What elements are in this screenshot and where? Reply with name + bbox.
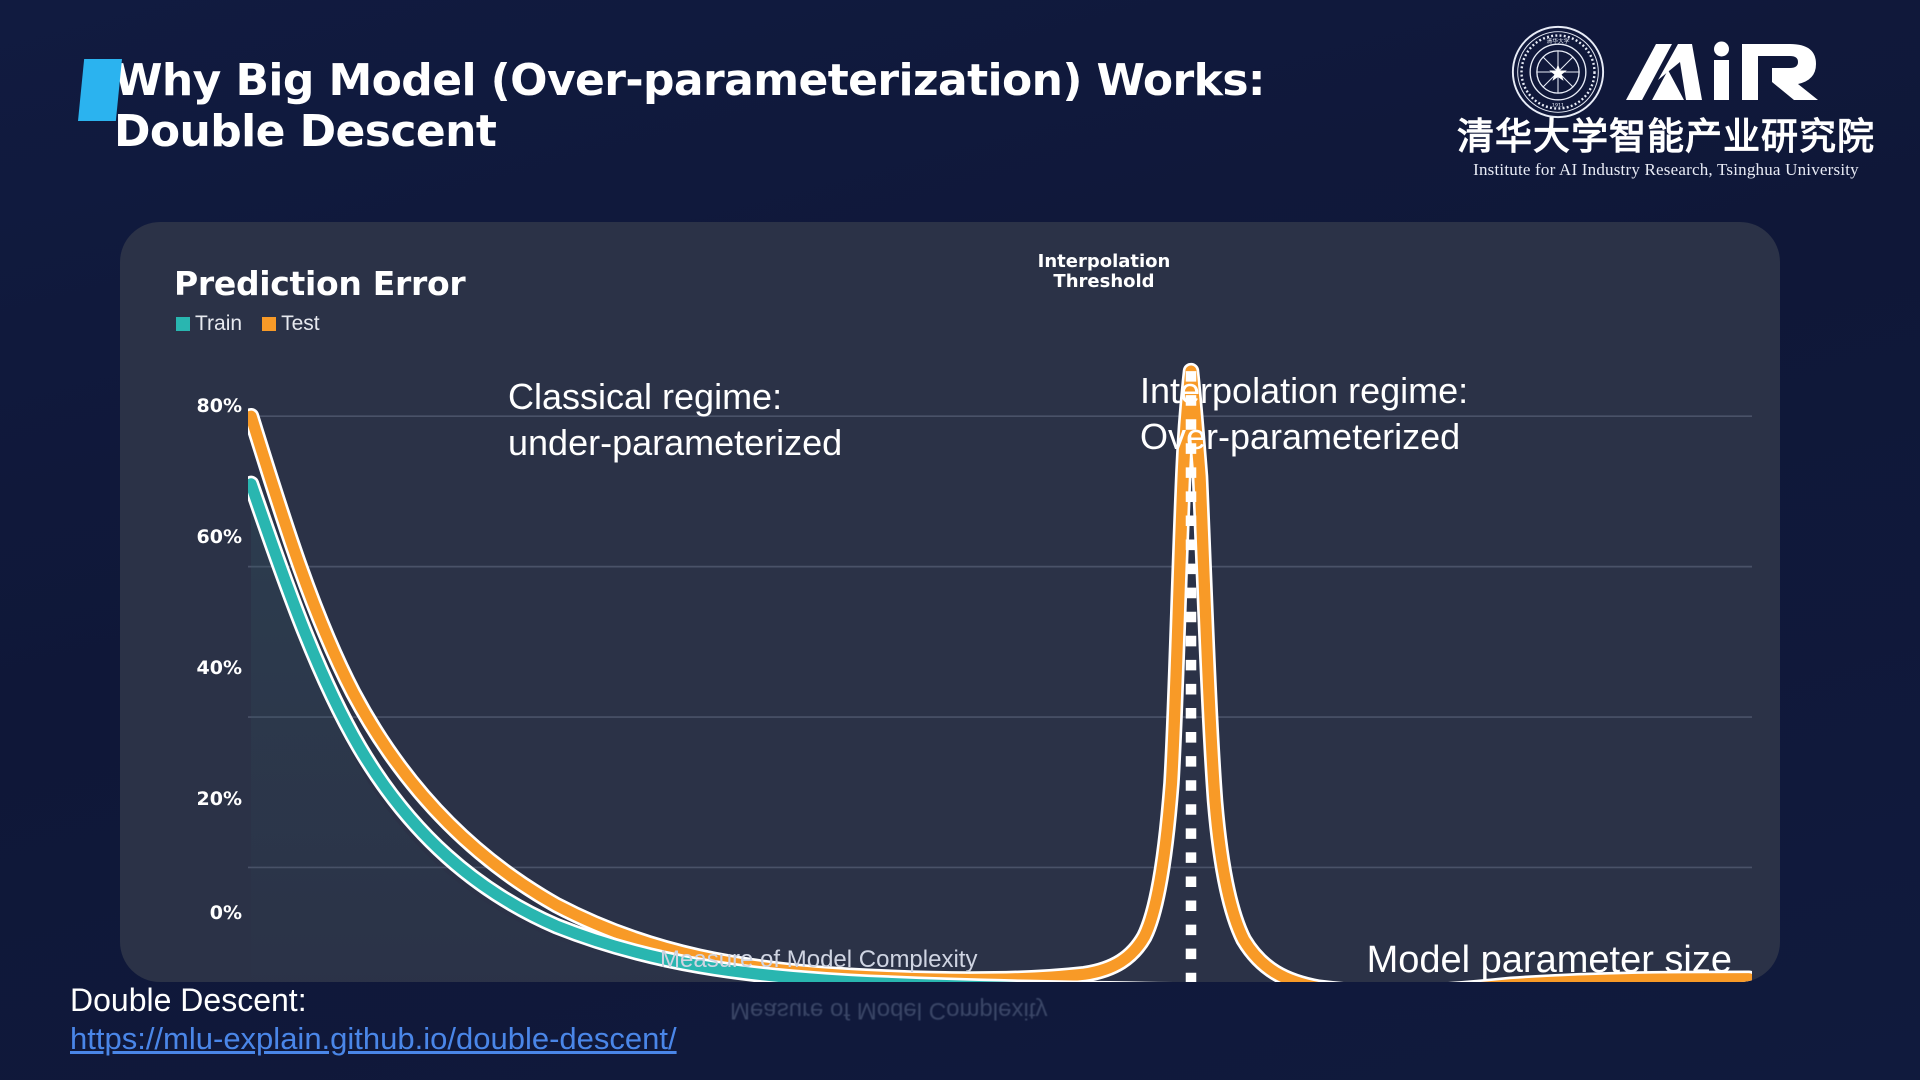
legend-label-test: Test <box>281 312 320 335</box>
legend-swatch-train <box>176 317 190 331</box>
x-axis-label-overlay: Model parameter size <box>1366 939 1732 981</box>
tsinghua-seal-icon: 清华大学 1911 <box>1511 25 1605 119</box>
y-axis-ticks: 80% 60% 40% 20% 0% <box>190 332 248 925</box>
chart-legend: Train Test <box>176 312 320 336</box>
train-area-fill <box>251 483 830 982</box>
y-tick-0: 0% <box>209 902 242 925</box>
legend-item-test[interactable]: Test <box>262 312 320 336</box>
air-tsinghua-logo: 清华大学 1911 清华大学智能产业研究院 Institute for AI I… <box>1456 24 1876 180</box>
slide-title-block: Why Big Model (Over-parameterization) Wo… <box>78 55 1266 158</box>
logo-chinese-name: 清华大学智能产业研究院 <box>1457 115 1875 158</box>
double-descent-link[interactable]: https://mlu-explain.github.io/double-des… <box>70 1021 677 1057</box>
y-tick-60: 60% <box>196 525 242 548</box>
test-curve-halo <box>248 362 1752 982</box>
interpolation-regime-annotation: Interpolation regime: Over-parameterized <box>1140 370 1469 458</box>
svg-text:1911: 1911 <box>1552 103 1564 109</box>
classical-regime-annotation: Classical regime: under-parameterized <box>508 376 843 464</box>
reflection-x-axis-label: Measure of Model Complexity <box>730 997 1048 1024</box>
legend-swatch-test <box>262 317 277 331</box>
chart-title: Prediction Error <box>174 264 466 303</box>
y-tick-40: 40% <box>196 656 242 679</box>
air-wordmark-icon <box>1626 41 1818 100</box>
svg-text:清华大学: 清华大学 <box>1547 37 1570 45</box>
y-tick-20: 20% <box>196 787 242 810</box>
page-title: Why Big Model (Over-parameterization) Wo… <box>114 55 1266 158</box>
logo-english-name: Institute for AI Industry Research, Tsin… <box>1473 159 1859 179</box>
logo-top-row: 清华大学 1911 <box>1456 24 1876 120</box>
interpolation-threshold-label: Interpolation Threshold <box>1037 251 1171 293</box>
caption-label: Double Descent: <box>70 982 307 1019</box>
test-curve <box>248 365 1752 982</box>
plot-area: 80% 60% 40% 20% 0% <box>190 332 1752 982</box>
double-descent-plot <box>248 362 1752 982</box>
train-curve <box>248 478 1018 982</box>
y-tick-80: 80% <box>196 394 242 417</box>
source-caption: Double Descent: https://mlu-explain.gith… <box>70 981 677 1058</box>
chart-inner: Prediction Error Train Test 80% 60% 40% … <box>120 222 1780 982</box>
x-axis-label: Measure of Model Complexity <box>660 946 978 973</box>
legend-item-train[interactable]: Train <box>176 312 242 336</box>
chart-card: Prediction Error Train Test 80% 60% 40% … <box>120 222 1780 982</box>
title-accent-flag-icon <box>78 59 122 121</box>
legend-label-train: Train <box>195 312 243 335</box>
